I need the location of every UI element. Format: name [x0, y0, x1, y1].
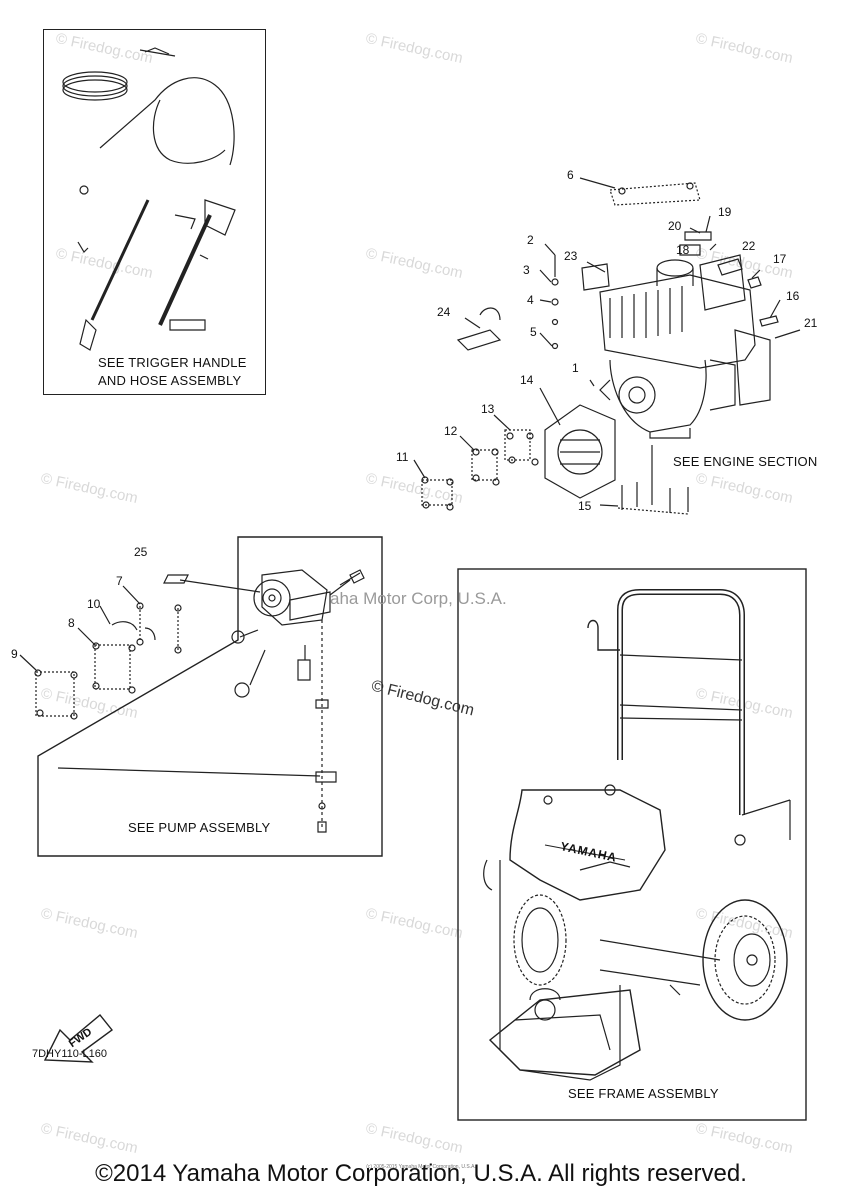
callout-15: 15 — [578, 499, 592, 513]
callout-16: 16 — [786, 289, 800, 303]
pump-drawing — [19, 569, 365, 833]
trigger-hose-drawing — [62, 47, 236, 351]
pump-note: SEE PUMP ASSEMBLY — [128, 820, 271, 835]
engine-hardware — [413, 177, 801, 515]
callout-23: 23 — [564, 249, 578, 263]
callout-21: 21 — [804, 316, 818, 330]
engine-drawing — [599, 254, 771, 439]
callout-3: 3 — [523, 263, 530, 277]
diagram-code: 7DHY110-L160 — [32, 1048, 108, 1060]
callout-20: 20 — [668, 219, 682, 233]
callout-24: 24 — [437, 305, 451, 319]
callout-6: 6 — [567, 168, 574, 182]
fwd-arrow — [43, 1014, 114, 1063]
trigger-note-line1: SEE TRIGGER HANDLE — [98, 355, 247, 370]
callout-9: 9 — [11, 647, 18, 661]
callout-12: 12 — [444, 424, 458, 438]
callout-5: 5 — [530, 325, 537, 339]
callout-11: 11 — [396, 450, 409, 464]
callout-19: 19 — [718, 205, 732, 219]
callout-1: 1 — [572, 361, 579, 375]
trigger-hose-box — [43, 29, 266, 395]
callout-8: 8 — [68, 616, 75, 630]
frame-box-outline — [457, 568, 807, 1121]
callout-13: 13 — [481, 402, 495, 416]
pump-box-outline — [37, 536, 383, 857]
callout-22: 22 — [742, 239, 756, 253]
corp-watermark: aha Motor Corp, U.S.A. — [330, 589, 507, 608]
frame-note: SEE FRAME ASSEMBLY — [568, 1086, 719, 1101]
callout-10: 10 — [87, 597, 101, 611]
callout-25: 25 — [134, 545, 148, 559]
engine-note: SEE ENGINE SECTION — [673, 454, 818, 469]
copyright-footer: ©2014 Yamaha Motor Corporation, U.S.A. A… — [95, 1160, 747, 1187]
callout-18: 18 — [676, 243, 690, 257]
callout-2: 2 — [527, 233, 534, 247]
callout-4: 4 — [527, 293, 534, 307]
callout-7: 7 — [116, 574, 123, 588]
tiny-copyright: (c) 2005-2015 Yamaha Motor Corporation, … — [366, 1164, 476, 1170]
frame-drawing — [483, 589, 791, 1081]
callout-17: 17 — [773, 252, 787, 266]
callout-14: 14 — [520, 373, 534, 387]
trigger-note-line2: AND HOSE ASSEMBLY — [98, 373, 242, 388]
